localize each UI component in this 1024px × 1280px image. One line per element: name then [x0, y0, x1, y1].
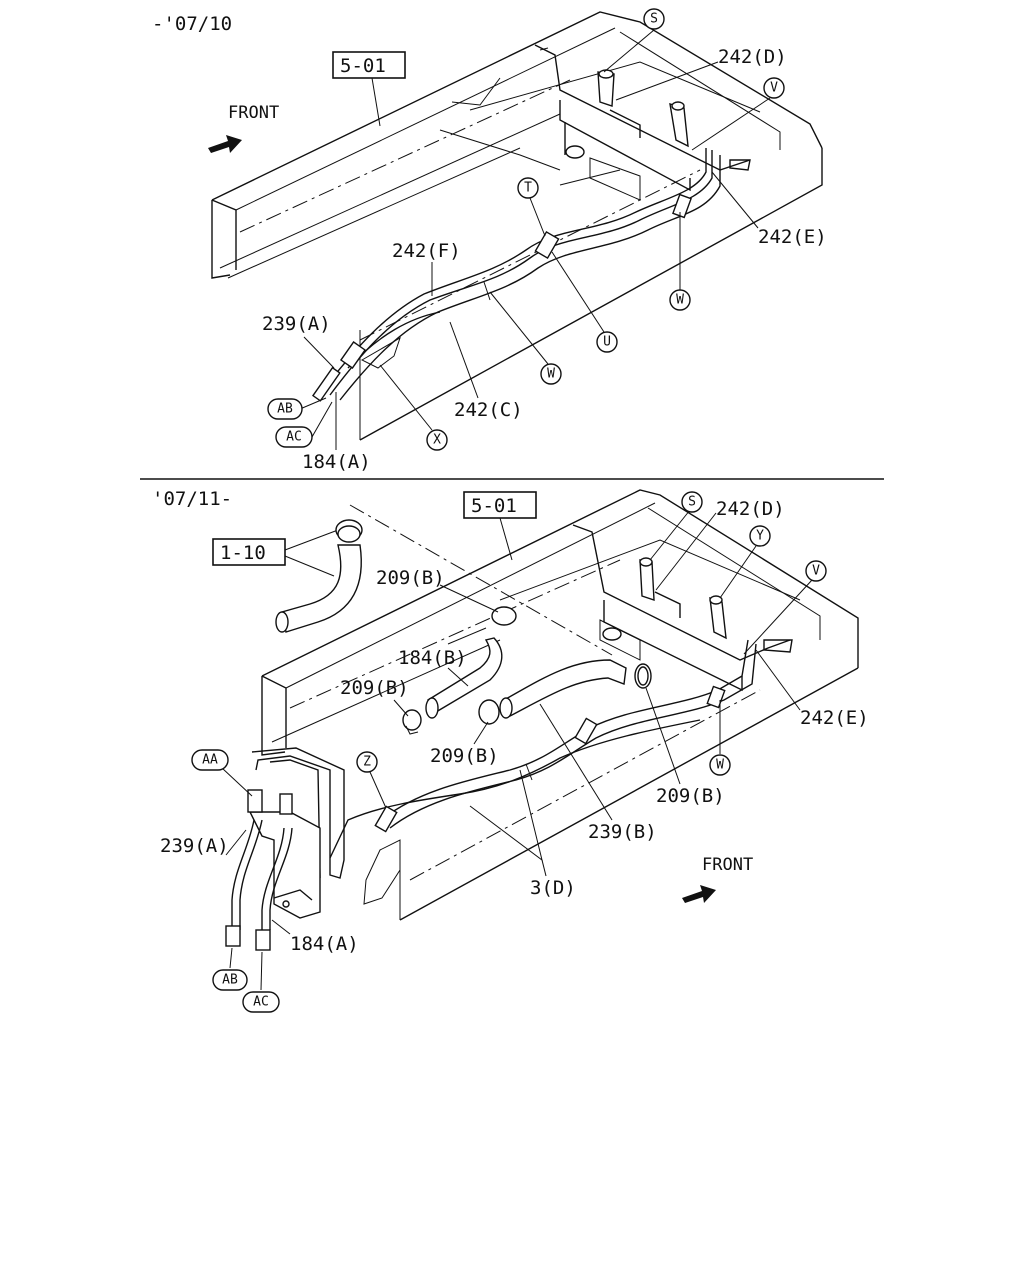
markers-bottom: S Y V W Z AA AB AC: [191, 491, 827, 1013]
frame-rail-bottom: [261, 489, 859, 921]
pipes-top: [311, 148, 721, 402]
part-209b-3[interactable]: 209(B): [430, 745, 499, 767]
marker-ac-top-label: AC: [286, 430, 302, 445]
hose-1-10: [275, 519, 363, 633]
ref-box-1-10[interactable]: [212, 538, 286, 566]
marker-v-top[interactable]: [763, 77, 785, 99]
marker-t-top[interactable]: [517, 177, 539, 199]
marker-v-bottom[interactable]: [805, 560, 827, 582]
marker-ac-bottom-label: AC: [253, 995, 269, 1010]
date-range-bottom: '07/11-: [152, 488, 232, 510]
marker-w-top-1-label: W: [676, 293, 684, 308]
marker-ab-bottom-label: AB: [222, 973, 238, 988]
part-209b-4[interactable]: 209(B): [656, 785, 725, 807]
date-range-top: -'07/10: [152, 13, 232, 35]
marker-aa-bottom[interactable]: [191, 749, 229, 771]
manifold-bracket-top: [534, 44, 751, 192]
frame-rail-top: [211, 11, 823, 441]
pipes-bottom: [251, 639, 757, 879]
marker-ac-top[interactable]: [275, 426, 313, 448]
front-arrow-icon: [208, 135, 242, 153]
ref-box-5-01-top[interactable]: [332, 51, 406, 79]
marker-z-bottom-label: Z: [363, 755, 371, 770]
ref-box-5-01-top-label: 5-01: [340, 55, 386, 77]
marker-t-top-label: T: [524, 181, 532, 196]
marker-v-top-label: V: [770, 81, 778, 96]
hoses-bottom: [402, 606, 652, 735]
marker-x-top-label: X: [433, 433, 441, 448]
marker-w-top-2-label: W: [547, 367, 555, 382]
ref-box-1-10-label: 1-10: [220, 542, 266, 564]
part-242e-bottom[interactable]: 242(E): [800, 707, 869, 729]
marker-v-bottom-label: V: [812, 564, 820, 579]
marker-y-bottom[interactable]: [749, 525, 771, 547]
ref-box-5-01-bottom-label: 5-01: [471, 495, 517, 517]
marker-y-bottom-label: Y: [756, 529, 764, 544]
section-top: -'07/10 5-01 FRONT: [152, 8, 827, 473]
front-label-top: FRONT: [228, 103, 279, 123]
marker-ac-bottom[interactable]: [242, 991, 280, 1013]
marker-u-top[interactable]: [596, 331, 618, 353]
labels-top: 242(D) 242(E) 242(F) 242(C) 239(A) 184(A…: [262, 29, 827, 473]
part-242d-bottom[interactable]: 242(D): [716, 498, 785, 520]
fitting-block-bottom: [225, 789, 321, 951]
part-209b-2[interactable]: 209(B): [340, 677, 409, 699]
front-label-bottom: FRONT: [702, 855, 753, 875]
marker-s-bottom-label: S: [688, 495, 696, 510]
marker-ab-top-label: AB: [277, 402, 293, 417]
part-242c-top[interactable]: 242(C): [454, 399, 523, 421]
part-184a-bottom[interactable]: 184(A): [290, 933, 359, 955]
part-209b-1[interactable]: 209(B): [376, 567, 445, 589]
marker-s-bottom[interactable]: [681, 491, 703, 513]
markers-top: S V T W U W X AB AC: [267, 8, 785, 451]
part-239b[interactable]: 239(B): [588, 821, 657, 843]
part-239a-bottom[interactable]: 239(A): [160, 835, 229, 857]
part-184a-top[interactable]: 184(A): [302, 451, 371, 473]
marker-w-top-1[interactable]: [669, 289, 691, 311]
marker-w-bottom-label: W: [716, 758, 724, 773]
part-3d[interactable]: 3(D): [530, 877, 576, 899]
marker-w-top-2[interactable]: [540, 363, 562, 385]
marker-z-bottom[interactable]: [356, 751, 378, 773]
marker-s-top[interactable]: [643, 8, 665, 30]
part-242f-top[interactable]: 242(F): [392, 240, 461, 262]
part-239a-top[interactable]: 239(A): [262, 313, 331, 335]
leader-line: [371, 77, 381, 127]
marker-u-top-label: U: [603, 335, 611, 350]
part-242e-top[interactable]: 242(E): [758, 226, 827, 248]
marker-ab-bottom[interactable]: [212, 969, 248, 991]
marker-x-top[interactable]: [426, 429, 448, 451]
manifold-bracket-bottom: [572, 524, 793, 692]
part-242d-top[interactable]: 242(D): [718, 46, 787, 68]
marker-w-bottom[interactable]: [709, 754, 731, 776]
marker-s-top-label: S: [650, 12, 658, 27]
marker-aa-bottom-label: AA: [202, 753, 218, 768]
marker-ab-top[interactable]: [267, 398, 303, 420]
labels-bottom: 242(D) 242(E) 209(B) 184(B) 209(B) 209(B…: [160, 498, 869, 991]
front-arrow-icon: [682, 885, 716, 903]
part-184b[interactable]: 184(B): [398, 647, 467, 669]
section-bottom: '07/11- 5-01 1-10: [152, 488, 869, 1013]
